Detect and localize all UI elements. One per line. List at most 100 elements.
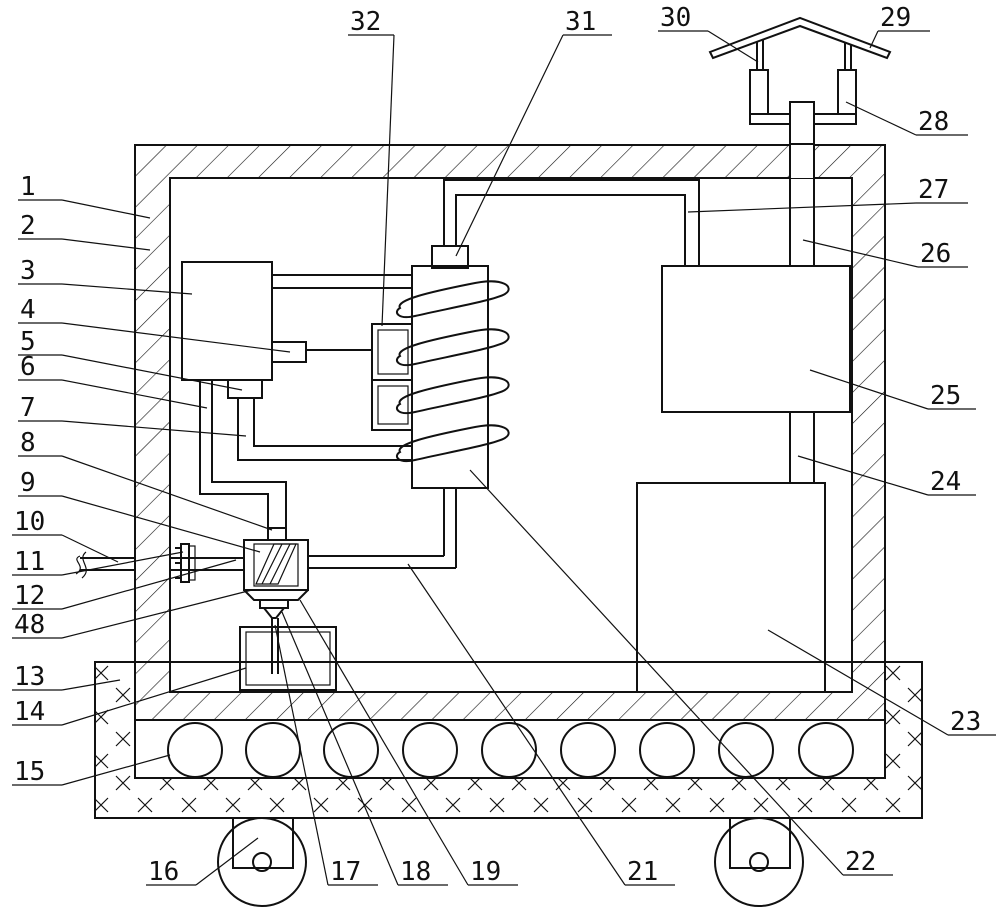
roller <box>481 722 537 778</box>
sensor-boxes-32 <box>371 323 413 431</box>
coil-turn <box>396 280 510 318</box>
leader-line <box>61 420 247 437</box>
roller <box>167 722 223 778</box>
roof-assembly <box>708 16 892 145</box>
part-label: 13 <box>14 662 45 692</box>
part-label: 11 <box>14 547 45 577</box>
part-label: 15 <box>14 757 45 787</box>
part-label: 7 <box>20 393 36 423</box>
component-4 <box>271 341 307 363</box>
leader-line <box>381 34 395 327</box>
leader-line <box>61 238 151 251</box>
leader-line <box>407 563 626 886</box>
roller <box>798 722 854 778</box>
part-label: 16 <box>148 857 179 887</box>
part-label: 9 <box>20 468 36 498</box>
leader-line <box>61 379 208 409</box>
roller <box>718 722 774 778</box>
roller-row <box>167 722 854 778</box>
leader-line <box>869 30 879 49</box>
leader-line <box>61 551 184 576</box>
coil-turn <box>396 424 510 462</box>
leader-line <box>61 534 119 563</box>
part-label: 4 <box>20 295 36 325</box>
part-label: 22 <box>845 847 876 877</box>
leader-line <box>61 322 291 353</box>
pipe-6-7 <box>199 380 287 528</box>
part-label: 2 <box>20 211 36 241</box>
housing-wall <box>134 144 886 721</box>
box-25 <box>661 265 851 413</box>
box-23 <box>636 482 826 693</box>
part-label: 12 <box>14 581 45 611</box>
roller <box>560 722 616 778</box>
leader-line <box>809 369 929 410</box>
leader-line <box>845 101 917 136</box>
leader-line <box>61 559 237 610</box>
leader-line <box>797 455 929 496</box>
inlet-pipe-10 <box>75 543 244 583</box>
leader-line <box>469 469 844 876</box>
coil-turn <box>396 376 510 414</box>
leader-line <box>195 837 259 886</box>
roller <box>639 722 695 778</box>
control-lines <box>237 274 412 461</box>
part-label: 10 <box>14 507 45 537</box>
part-label: 29 <box>880 3 911 33</box>
controller-box-3 <box>181 261 273 381</box>
leader-line <box>455 34 564 257</box>
part-label: 32 <box>350 7 381 37</box>
part-label: 23 <box>950 707 981 737</box>
part-label: 24 <box>930 467 961 497</box>
part-label: 48 <box>14 610 45 640</box>
leader-line <box>281 611 399 886</box>
leader-line <box>61 667 247 726</box>
leader-line <box>61 283 193 295</box>
roller <box>402 722 458 778</box>
leader-line <box>61 495 261 553</box>
leader-line <box>299 599 469 886</box>
part-label: 30 <box>660 3 691 33</box>
leader-line <box>61 754 171 786</box>
leader-line <box>61 589 253 639</box>
leader-lines <box>12 30 996 886</box>
part-label: 19 <box>470 857 501 887</box>
base-platform <box>94 661 923 819</box>
part-label: 18 <box>400 857 431 887</box>
part-label: 26 <box>920 239 951 269</box>
coil-spiral <box>396 280 510 462</box>
wheel-right <box>714 817 804 907</box>
container-14 <box>239 618 337 691</box>
leader-line <box>802 239 919 268</box>
part-label: 6 <box>20 352 36 382</box>
part-label: 14 <box>14 697 45 727</box>
leader-line <box>687 202 917 213</box>
leader-line <box>767 629 949 736</box>
roller <box>245 722 301 778</box>
pipe-27 <box>443 179 700 266</box>
part-label: 25 <box>930 381 961 411</box>
component-5 <box>227 379 263 399</box>
part-label: 8 <box>20 428 36 458</box>
roller <box>323 722 379 778</box>
leader-line <box>61 455 273 531</box>
part-label: 28 <box>918 107 949 137</box>
leader-line <box>274 624 329 886</box>
part-label: 17 <box>330 857 361 887</box>
part-label: 3 <box>20 256 36 286</box>
part-label: 21 <box>627 857 658 887</box>
part-label: 31 <box>565 7 596 37</box>
leader-line <box>707 30 759 63</box>
part-label: 1 <box>20 172 36 202</box>
coil-turn <box>396 328 510 366</box>
wheel-left <box>217 817 307 907</box>
valve-assembly <box>243 488 457 619</box>
leader-line <box>61 199 151 219</box>
leader-line <box>61 679 121 691</box>
part-label: 27 <box>918 175 949 205</box>
leader-line <box>61 354 243 391</box>
part-label: 5 <box>20 327 36 357</box>
